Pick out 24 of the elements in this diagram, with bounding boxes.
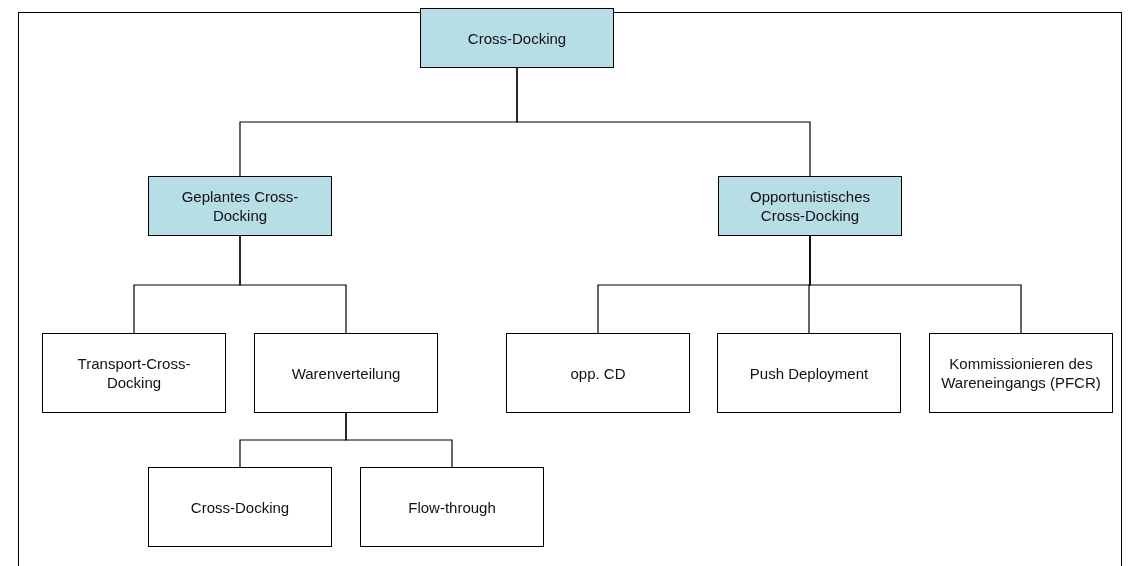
box-label: Transport-Cross-Docking <box>76 354 192 392</box>
connector-line <box>345 412 453 468</box>
connector-line <box>239 235 347 334</box>
box-label: Cross-Docking <box>467 28 567 48</box>
box-label: Warenverteilung <box>291 363 401 383</box>
hierarchy-box <box>717 333 901 413</box>
hierarchy-box <box>42 333 226 413</box>
box-label: Push Deployment <box>749 363 869 383</box>
connector-line <box>809 235 1022 334</box>
box-label: opp. CD <box>570 363 626 383</box>
box-label: Flow-through <box>408 497 496 517</box>
hierarchy-box <box>254 333 438 413</box>
hierarchy-box <box>420 8 614 68</box>
box-label: Kommissionieren des Wareneingangs (PFCR) <box>940 354 1102 392</box>
hierarchy-box <box>148 467 332 547</box>
box-label: Cross-Docking <box>190 497 290 517</box>
connector-line <box>516 67 811 177</box>
box-label: Geplantes Cross-Docking <box>180 187 300 225</box>
hierarchy-box <box>929 333 1113 413</box>
hierarchy-box <box>148 176 332 236</box>
box-label: Opportunistisches Cross-Docking <box>748 187 872 225</box>
hierarchy-box <box>506 333 690 413</box>
hierarchy-box <box>718 176 902 236</box>
hierarchy-box <box>360 467 544 547</box>
